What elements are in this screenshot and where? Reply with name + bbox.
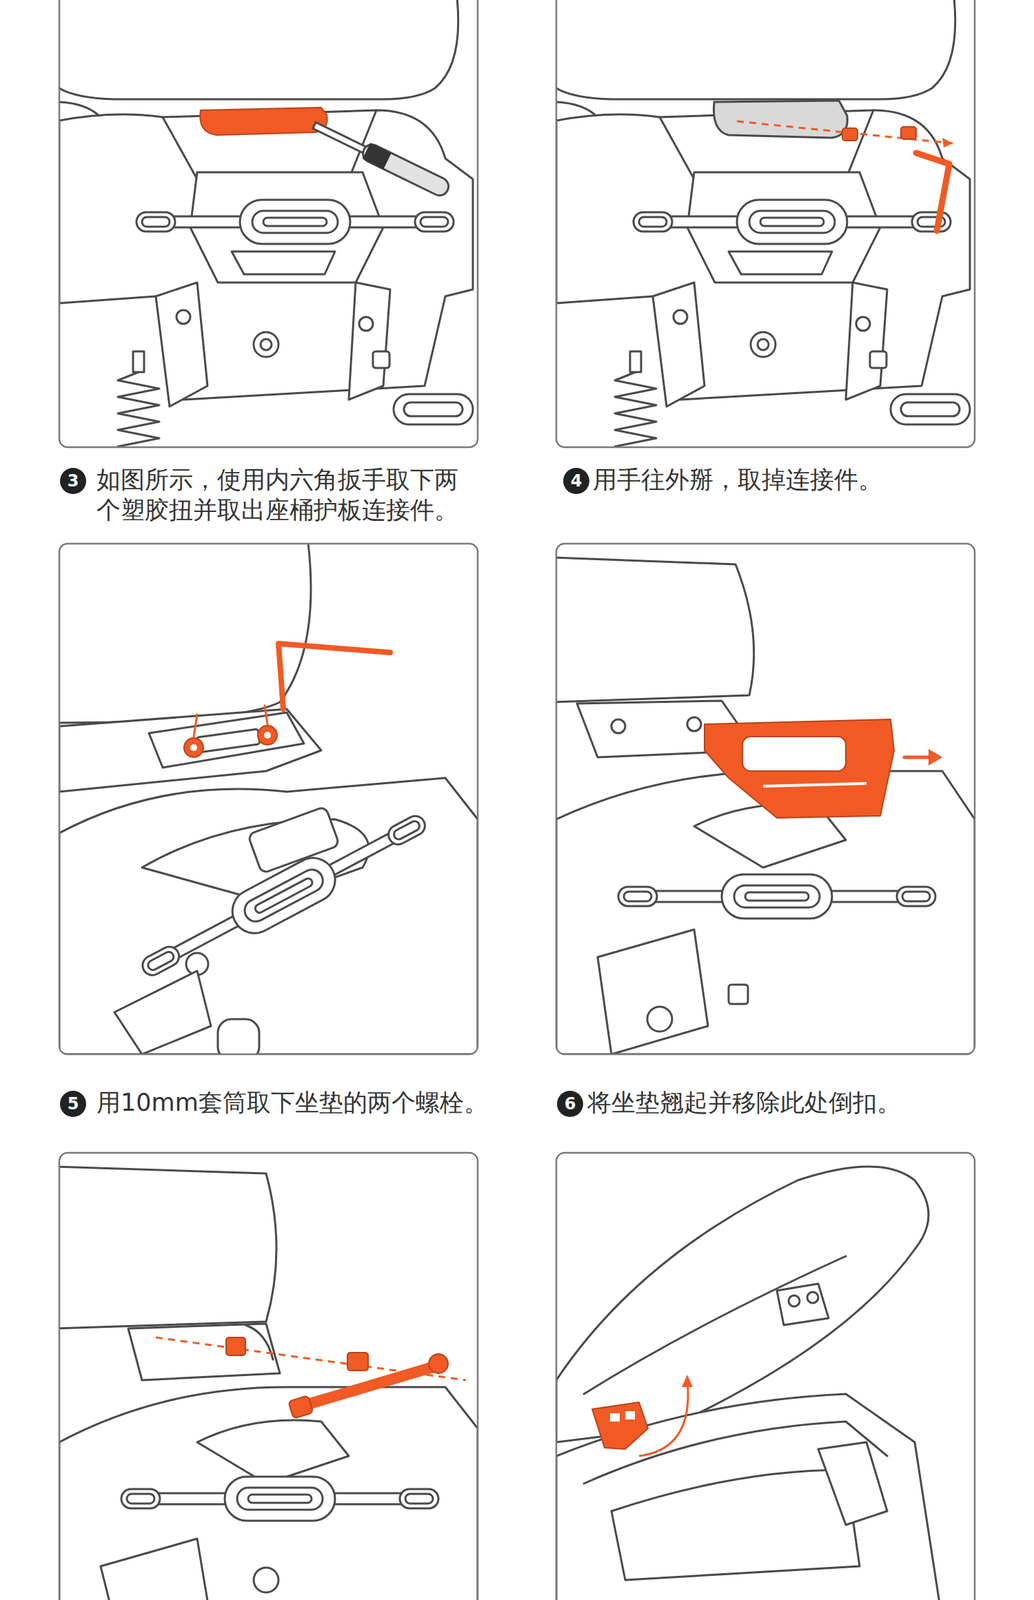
step-number: 6 <box>556 1091 584 1118</box>
step-panel <box>52 1153 478 1600</box>
callout-number: 5 <box>67 1094 80 1114</box>
step-caption: 用10mm套筒取下坐垫的两个螺栓。 <box>96 1087 538 1119</box>
callout-number: 6 <box>564 1094 577 1114</box>
callout-number: 4 <box>570 471 583 491</box>
callout-number: 3 <box>67 471 80 491</box>
step-panel <box>52 536 478 1061</box>
step-panel <box>52 0 478 455</box>
step-panel <box>549 543 975 1055</box>
step-number: 3 <box>59 468 87 495</box>
step-panel <box>549 0 975 455</box>
step-caption: 将坐垫翘起并移除此处倒扣。 <box>587 1087 974 1119</box>
step-number: 5 <box>59 1091 87 1118</box>
step-caption: 如图所示，使用内六角扳手取下两个塑胶扭并取出座桶护板连接件。 <box>96 464 473 526</box>
step-number: 4 <box>563 468 590 495</box>
step-caption: 用手往外掰，取掉连接件。 <box>592 464 979 495</box>
step-panel <box>556 1153 975 1600</box>
